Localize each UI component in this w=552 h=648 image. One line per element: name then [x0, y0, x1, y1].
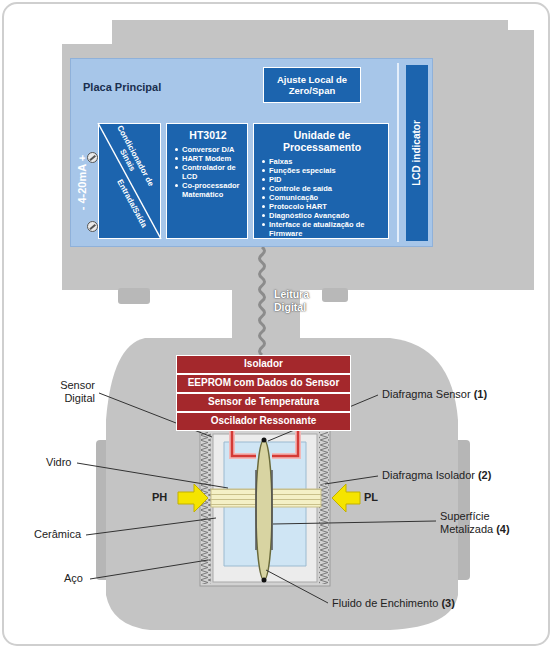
digital-link: [260, 247, 265, 355]
callout-label: Superfície Metalizada(4): [440, 510, 532, 536]
leader-line: [90, 560, 208, 579]
ph-arrow: [178, 484, 208, 512]
part-name: Vidro: [46, 456, 71, 468]
chip-box: HT3012Conversor D/AHART ModemControlador…: [166, 123, 248, 239]
outer-frame: [3, 3, 549, 645]
list-item: Co-processador Matemático: [173, 181, 243, 199]
lcd-separator: [397, 63, 399, 242]
callout-label: Sensor Digital: [38, 379, 95, 405]
sensor-band: Isolador: [176, 355, 351, 374]
adjust-box: Ajuste Local de Zero/Span: [263, 67, 361, 103]
callout-number: (3): [441, 597, 454, 609]
leader-line: [266, 570, 328, 603]
list-item: HART Modem: [173, 154, 243, 163]
box-text: Ajuste Local de Zero/Span: [272, 74, 352, 96]
callout-label: Fluido de Enchimento(3): [332, 597, 455, 610]
edge-label: Leitura Digital: [274, 288, 326, 314]
sensor-band: Oscilador Ressonante: [176, 412, 351, 431]
list-item: Controle de saída: [260, 184, 384, 193]
terminal-screw: [87, 221, 98, 232]
main-board: Placa Principal Ajuste Local de Zero/Span…: [70, 58, 433, 247]
pl-arrow: [332, 484, 360, 512]
vertical-label: LCD indicator: [406, 65, 428, 241]
ceramic-body: [213, 434, 317, 582]
list-item: Funções especiais: [260, 166, 384, 175]
part-name: - 4-20mA +: [76, 155, 88, 211]
housing-knob: [118, 288, 150, 304]
diaphragm-pin: [262, 438, 267, 443]
callout-label: Diafragma Sensor(1): [382, 388, 487, 401]
box-text: Isolador: [177, 356, 350, 371]
callout-label: Cerâmica: [34, 528, 81, 541]
callout-label: - 4-20mA +: [76, 133, 89, 233]
callout-label: Aço: [64, 572, 83, 585]
metal-surface: [271, 470, 273, 550]
housing-knob: [322, 288, 348, 302]
leader-line: [86, 518, 216, 535]
processing-box: Unidade de ProcessamentoFaixasFunções es…: [253, 123, 389, 239]
callout-label: Diafragma Isolador(2): [382, 469, 491, 482]
list-item: Diagnóstico Avançado: [260, 211, 384, 220]
box-title: Unidade de Processamento: [270, 129, 374, 153]
lcd-bar: LCD indicator: [406, 65, 428, 241]
part-name: Fluido de Enchimento: [332, 597, 438, 609]
part-name: PL: [364, 491, 378, 503]
sensor-body: [106, 338, 458, 630]
part-name: Diafragma Sensor: [382, 388, 471, 400]
list-item: Protocolo HART: [260, 202, 384, 211]
housing-top: [62, 20, 534, 298]
callout-number: (1): [474, 388, 487, 400]
part-name: Cerâmica: [34, 528, 81, 540]
box-title: HT3012: [173, 129, 243, 141]
leader-line: [325, 476, 378, 484]
list-item: PID: [260, 175, 384, 184]
diaphragm-pin: [262, 578, 267, 583]
list-item: Controlador de LCD: [173, 163, 243, 181]
isolator-thread: [319, 432, 329, 584]
list-item: Conversor D/A: [173, 145, 243, 154]
callout-label: PH: [152, 491, 167, 504]
callout-number: (2): [478, 469, 491, 481]
list-item: Comunicação: [260, 193, 384, 202]
box-text: Oscilador Ressonante: [177, 413, 350, 428]
leader-line: [77, 463, 228, 488]
terminal-screw: [87, 152, 98, 163]
list-item: Interface de atualização de Firmware: [260, 220, 384, 238]
list-item: Faixas: [260, 157, 384, 166]
leader-lines: [77, 393, 436, 603]
callout-label: Vidro: [46, 456, 71, 469]
callout-number: (4): [496, 523, 509, 535]
board-title: Placa Principal: [83, 81, 161, 93]
io-conditioner-box: Condicionador de SinaisEntrada/Saída: [98, 123, 161, 239]
part-name: Aço: [64, 572, 83, 584]
box-text: Sensor de Temperatura: [177, 394, 350, 409]
leader-line: [273, 521, 436, 524]
sensor-diaphragm: [256, 440, 272, 580]
sensor-band: Sensor de Temperatura: [176, 393, 351, 412]
part-name: Sensor Digital: [60, 379, 95, 404]
box-text: EEPROM com Dados do Sensor: [177, 375, 350, 390]
metal-surface: [255, 470, 257, 550]
part-name: Superfície Metalizada: [440, 510, 493, 535]
callout-label: PL: [364, 491, 378, 504]
sensor-band: EEPROM com Dados do Sensor: [176, 374, 351, 393]
part-name: PH: [152, 491, 167, 503]
steel-block: [200, 430, 330, 586]
part-name: Diafragma Isolador: [382, 469, 475, 481]
